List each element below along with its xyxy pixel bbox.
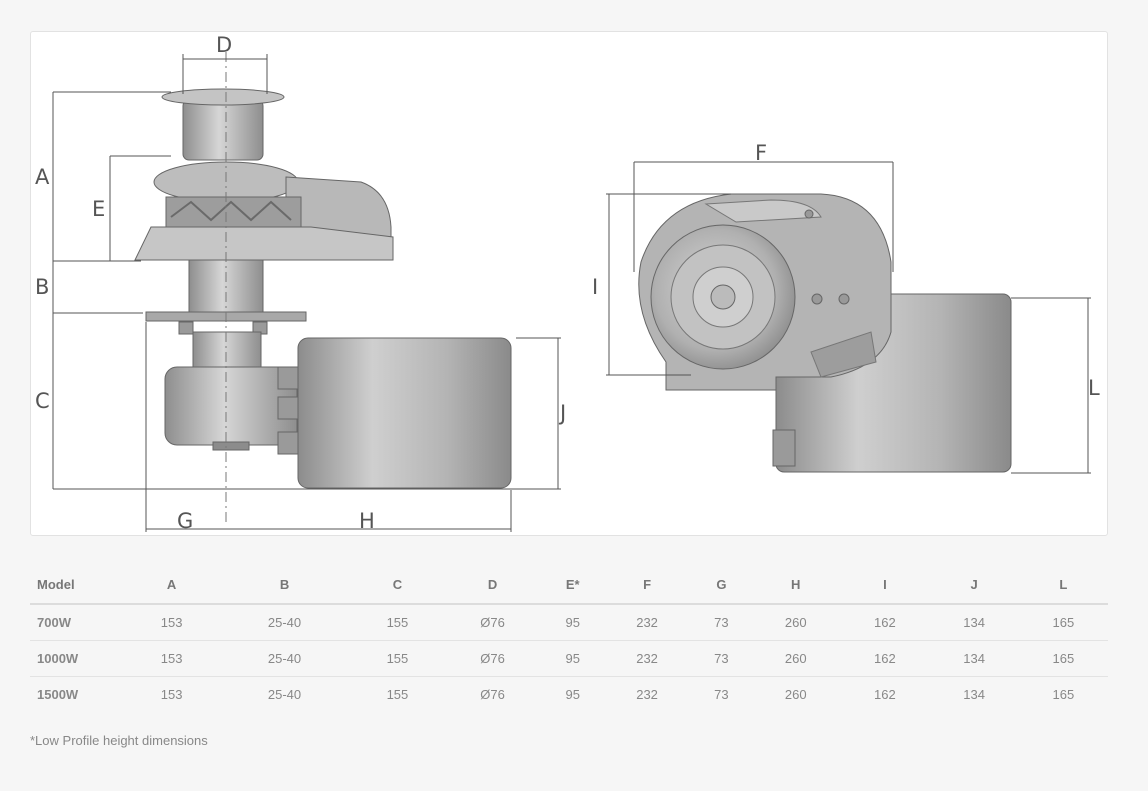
cell-g: 73 (691, 604, 752, 641)
windlass-dimension-drawing: D A E B C J G H F I L (35, 33, 1100, 533)
cell-j: 134 (963, 687, 985, 702)
cell-c: 155 (352, 604, 443, 641)
header-e: E* (543, 566, 603, 605)
cell-d: Ø76 (480, 687, 505, 702)
cell-j: 134 (929, 640, 1019, 677)
cell-h: 260 (751, 640, 841, 677)
table-row: 700W 153 25-40 155 Ø76 95 232 73 260 162… (30, 604, 1108, 641)
cell-l: 165 (1018, 604, 1108, 641)
dim-label-a: A (35, 165, 50, 189)
cell-l: 165 (1052, 687, 1075, 702)
dim-label-i: I (592, 275, 598, 299)
cell-b: 25-40 (216, 640, 353, 677)
dim-label-g: G (177, 509, 193, 533)
header-h: H (751, 566, 841, 605)
cell-h: 260 (784, 687, 807, 702)
dimensions-table: Model A B C D E* F G H I J L 700W 153 25… (30, 566, 1108, 712)
cell-h: 260 (751, 604, 841, 641)
header-l: L (1018, 566, 1108, 605)
cell-b: 25-40 (267, 687, 302, 702)
header-b: B (216, 566, 353, 605)
cell-f: 232 (602, 604, 692, 641)
header-model: Model (30, 566, 127, 605)
front-view-dimensions (606, 161, 1091, 474)
cell-c: 155 (352, 640, 443, 677)
dim-label-h: H (359, 509, 375, 533)
header-g: G (691, 566, 752, 605)
header-c: C (352, 566, 443, 605)
cell-b: 25-40 (216, 604, 353, 641)
cell-i: 162 (840, 604, 930, 641)
cell-d: Ø76 (442, 640, 544, 677)
cell-c: 155 (386, 687, 409, 702)
front-view (638, 193, 1012, 473)
header-f: F (602, 566, 692, 605)
side-view (134, 52, 512, 522)
header-i: I (840, 566, 930, 605)
cell-model: 700W (30, 604, 127, 641)
cell-i: 162 (874, 687, 896, 702)
cell-a: 153 (160, 687, 183, 702)
dim-label-f: F (755, 141, 767, 165)
cell-e: 95 (543, 604, 603, 641)
cell-l: 165 (1018, 640, 1108, 677)
side-view-dimensions (52, 54, 561, 532)
cell-model: 1000W (30, 640, 127, 677)
dimensions-table-container: Model A B C D E* F G H I J L 700W 153 25… (30, 566, 1108, 712)
dim-label-d: D (216, 33, 232, 57)
header-a: A (127, 566, 217, 605)
cell-model: 1500W (37, 687, 79, 702)
cell-g: 73 (691, 640, 752, 677)
cell-f: 232 (602, 640, 692, 677)
cell-e: 95 (543, 640, 603, 677)
cell-a: 153 (127, 640, 217, 677)
table-header-row: Model A B C D E* F G H I J L (30, 566, 1108, 605)
cell-i: 162 (840, 640, 930, 677)
dim-label-l: L (1088, 376, 1100, 400)
table-row: 1500W 153 25-40 155 Ø76 95 232 73 260 16… (30, 677, 1108, 713)
table-row: 1000W 153 25-40 155 Ø76 95 232 73 260 16… (30, 640, 1108, 677)
cell-f: 232 (636, 687, 658, 702)
dim-label-e: E (92, 197, 105, 221)
cell-g: 73 (714, 687, 729, 702)
cell-d: Ø76 (442, 604, 544, 641)
dim-label-c: C (35, 389, 50, 413)
cell-e: 95 (565, 687, 580, 702)
dim-label-b: B (35, 275, 49, 299)
cell-j: 134 (929, 604, 1019, 641)
footnote: *Low Profile height dimensions (30, 733, 208, 748)
cell-a: 153 (127, 604, 217, 641)
header-j: J (929, 566, 1019, 605)
dim-label-j: J (558, 401, 566, 425)
header-d: D (442, 566, 544, 605)
diagram-panel: D A E B C J G H F I L (30, 31, 1108, 536)
